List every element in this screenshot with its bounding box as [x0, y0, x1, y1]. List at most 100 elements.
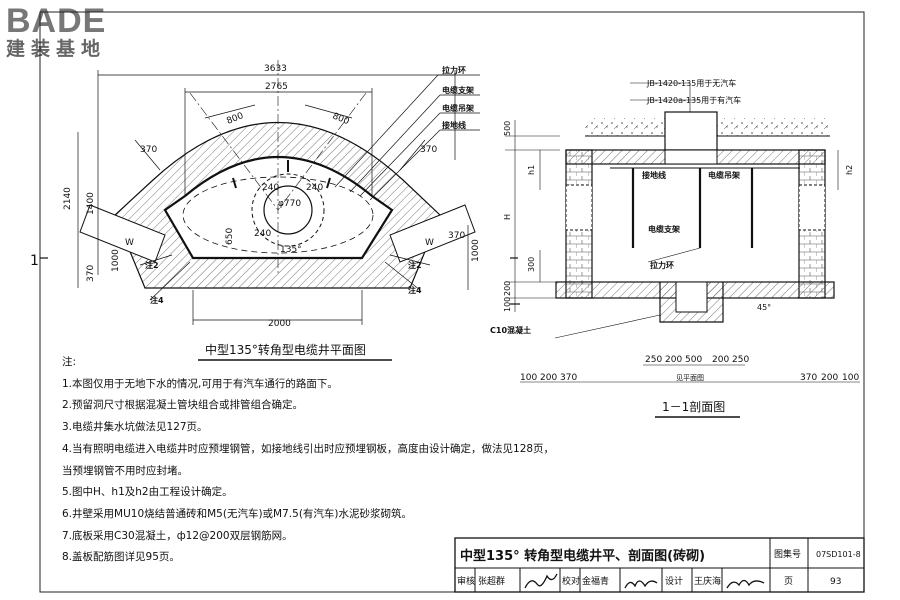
section-dim-bottom-370-left: 370	[560, 373, 577, 383]
plan-angle-135: 135°	[280, 245, 302, 255]
section-dim-h2: h2	[845, 165, 854, 175]
section-dimensions	[505, 120, 860, 383]
section-caption: 1－1剖面图	[662, 400, 725, 414]
section-dim-bottom-100-right: 100	[842, 373, 859, 383]
section-label-diaojia: 电缆吊架	[708, 170, 740, 180]
section-label-zhijia: 电缆支架	[648, 224, 680, 234]
note-item: 1.本图仅用于无地下水的情况,可用于有汽车通行的路面下。	[62, 377, 338, 390]
plan-dim-1000-right: 1000	[471, 239, 481, 262]
section-dim-250-b: 250	[732, 355, 749, 365]
section-duct-right	[798, 184, 826, 231]
title-block-checker-label: 校对	[562, 575, 580, 587]
section-dim-300: 300	[527, 257, 536, 272]
plan-cable-brackets	[232, 160, 331, 189]
plan-dim-3633: 3633	[264, 64, 287, 74]
note-item: 3.电缆井集水坑做法见127页。	[62, 421, 208, 434]
section-label-jianmian: 见平面图	[676, 374, 704, 382]
reviewer-signature	[524, 573, 558, 589]
plan-dim-2140: 2140	[63, 187, 73, 210]
section-dim-100: 100	[503, 297, 512, 312]
section-cover	[664, 111, 718, 151]
plan-view	[40, 60, 518, 325]
plan-duct-right	[389, 204, 476, 263]
section-dim-200-b: 200	[665, 355, 682, 365]
plan-dim-770: φ770	[278, 199, 301, 209]
plan-caption: 中型135°转角型电缆井平面图	[205, 342, 366, 357]
section-sump-pit	[675, 281, 708, 313]
plan-inner-chamber	[163, 156, 394, 260]
callout-dianlan-zhijia: 电缆支架	[442, 85, 474, 95]
callout-zhu4-left: 注4	[150, 295, 164, 305]
section-label-jiedixian: 接地线	[642, 170, 666, 180]
plan-dim-W-left: W	[125, 238, 134, 248]
logo-brand: BADE	[6, 2, 107, 40]
title-block-designer: 王庆海	[694, 575, 721, 587]
section-dim-500-b: 500	[685, 355, 702, 365]
title-block-checker: 金福青	[582, 575, 609, 587]
section-dim-bottom-100-left: 100	[520, 373, 537, 383]
logo: BADE 建装基地	[6, 4, 136, 60]
title-block-atlas-no: 07SD101-8	[816, 550, 861, 559]
section-dim-bottom-200-right: 200	[821, 373, 838, 383]
section-cable-supports	[610, 167, 800, 248]
callout-dianlan-diaojia: 电缆吊架	[442, 103, 474, 113]
callout-zhu2-right: 注2	[408, 260, 422, 270]
note-item: 4.当有照明电缆进入电缆井时应预埋钢管，如接地线引出时应预埋钢板，高度由设计确定…	[62, 442, 555, 455]
note-item: 8.盖板配筋图详见95页。	[62, 551, 180, 564]
plan-duct-left	[79, 204, 166, 263]
note-item: 6.井壁采用MU10烧结普通砖和M5(无汽车)或M7.5(有汽车)水泥砂浆砌筑。	[62, 507, 413, 520]
plan-centerline-left	[189, 92, 279, 211]
plan-manhole	[263, 185, 313, 235]
plan-dim-240-a: 240	[254, 229, 271, 239]
section-dim-200: 200	[503, 281, 512, 296]
section-cover-a: JB-1420-135用于无汽车	[646, 78, 736, 88]
title-block	[454, 537, 865, 593]
callout-jiedixian: 接地线	[442, 120, 466, 130]
plan-dim-650: 650	[225, 228, 235, 245]
section-duct-left	[565, 184, 593, 231]
note-item: 7.底板采用C30混凝土，ф12@200双层钢筋网。	[62, 529, 293, 542]
section-dim-bottom-370-right: 370	[800, 373, 817, 383]
plan-leaders	[139, 74, 480, 301]
plan-dim-1000-left: 1000	[111, 249, 121, 272]
section-label-lali: 拉力环	[650, 260, 674, 270]
section-label-c10: C10混凝土	[490, 325, 531, 335]
section-dim-bottom-200-left: 200	[540, 373, 557, 383]
logo-tagline: 建装基地	[6, 38, 107, 60]
plan-dim-240-b: 240	[306, 183, 323, 193]
plan-dim-2000: 2000	[268, 319, 291, 329]
title-block-title: 中型135° 转角型电缆井平、剖面图(砖砌)	[460, 548, 705, 564]
plan-centerline-right	[277, 92, 367, 211]
callout-lali: 拉力环	[442, 65, 466, 75]
section-dim-500: 500	[503, 121, 512, 136]
section-dim-250-a: 250	[645, 355, 662, 365]
note-item: 当预埋钢管不用时应封堵。	[62, 464, 188, 477]
notes: 注: 1.本图仅用于无地下水的情况,可用于有汽车通行的路面下。 2.预留洞尺寸根…	[62, 352, 555, 569]
title-block-reviewer: 张超群	[478, 575, 505, 587]
title-block-page-label: 页	[784, 576, 793, 587]
section-dim-H: H	[503, 214, 512, 220]
plan-dim-800-right: 800	[331, 112, 351, 128]
section-dim-200-c: 200	[712, 355, 729, 365]
sheet-border	[39, 11, 865, 593]
section-dim-h1: h1	[527, 165, 536, 175]
plan-dim-1400: 1400	[86, 192, 96, 215]
designer-signature	[726, 579, 765, 589]
title-block-designer-label: 设计	[665, 575, 683, 587]
checker-signature	[624, 580, 658, 589]
signatures	[524, 573, 765, 589]
plan-dim-W-right: W	[425, 238, 434, 248]
plan-dim-370-rightduct: 370	[448, 231, 465, 241]
title-block-page-no: 93	[830, 577, 841, 587]
note-item: 2.预留洞尺寸根据混凝土管块组合或排管组合确定。	[62, 399, 304, 412]
plan-manhole-outer	[251, 173, 325, 247]
callout-zhu4-right: 注4	[408, 285, 422, 295]
plan-dim-2765: 2765	[265, 82, 288, 92]
note-item: 5.图中H、h1及h2由工程设计确定。	[62, 486, 233, 499]
section-access-opening	[664, 149, 718, 165]
section-label-angle: 45°	[757, 303, 771, 312]
plan-sump-outline	[182, 176, 374, 254]
section-view	[505, 82, 860, 383]
plan-dimensions	[77, 70, 469, 325]
